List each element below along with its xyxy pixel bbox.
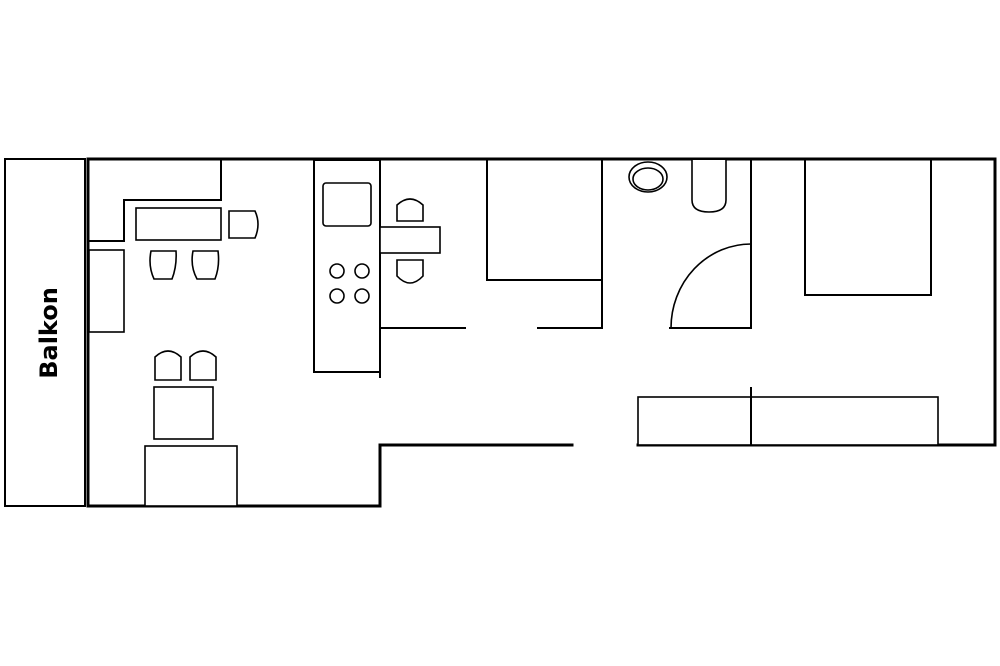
chair-lower-right (191, 250, 220, 280)
bar-stool-top (396, 198, 424, 222)
door-swing-arc (670, 243, 752, 329)
stove-burner-2 (354, 263, 370, 279)
bedroom-2 (804, 160, 932, 296)
toilet (691, 160, 727, 213)
balcony-label: Balkon (35, 287, 63, 379)
armchair-left (154, 350, 182, 381)
sink (322, 182, 372, 227)
bed-1 (486, 160, 602, 281)
stove-burner-3 (329, 288, 345, 304)
bedroom-1-wall (537, 160, 603, 329)
chair-right (228, 210, 259, 239)
wall-nook (89, 160, 222, 242)
chair-lower-left (149, 250, 177, 280)
side-cabinet (88, 249, 125, 333)
balcony: Balkon (4, 158, 86, 507)
left-bottom-wall (86, 157, 574, 508)
bed-2 (804, 160, 932, 296)
washbasin-inner (632, 167, 664, 191)
breakfast-bar (379, 226, 441, 254)
stove-burner-1 (329, 263, 345, 279)
hallway (637, 387, 939, 446)
living-area (88, 160, 259, 507)
dining-table (135, 207, 222, 241)
washbasin-outer (628, 161, 668, 193)
sofa (144, 445, 238, 507)
coffee-table (153, 386, 214, 440)
bedroom-1 (486, 160, 603, 329)
armchair-right (189, 350, 217, 381)
balcony-outline (4, 158, 86, 507)
kitchen (313, 159, 466, 378)
wardrobe (637, 396, 939, 446)
top-right-wall (86, 157, 997, 447)
bathroom (628, 160, 752, 329)
bar-stool-bottom (396, 259, 424, 284)
stove-burner-4 (354, 288, 370, 304)
